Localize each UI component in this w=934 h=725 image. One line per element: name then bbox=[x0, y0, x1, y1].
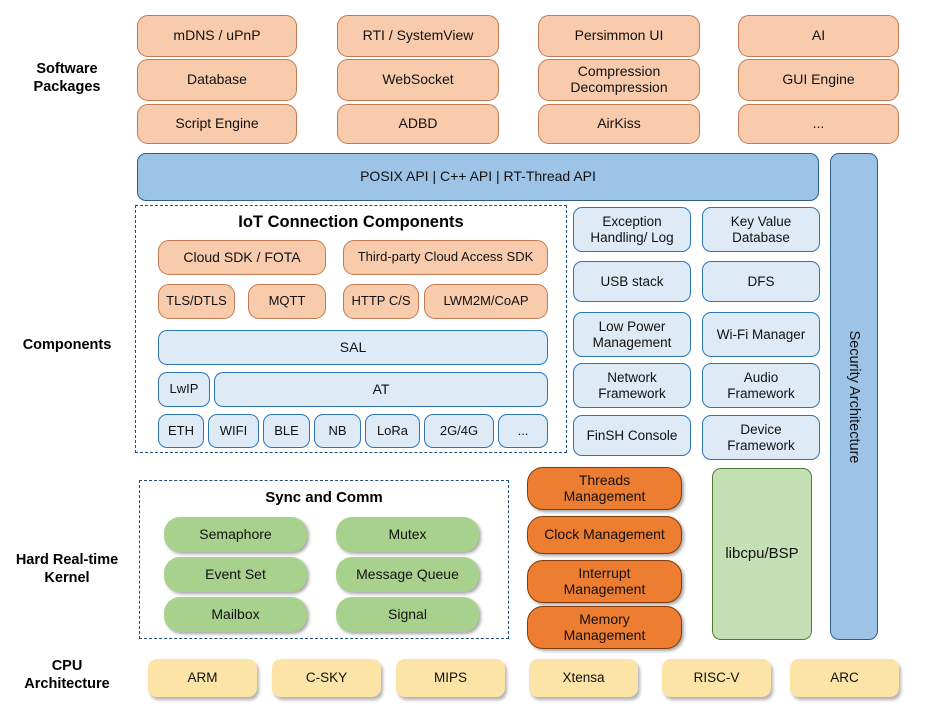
component-exception-handling-log[interactable]: Exception Handling/ Log bbox=[573, 207, 691, 252]
row-label-components: Components bbox=[22, 337, 112, 353]
package-persimmon-ui[interactable]: Persimmon UI bbox=[538, 15, 700, 57]
kernel-memory-management[interactable]: Memory Management bbox=[527, 606, 682, 649]
sync-and-comm-title: Sync and Comm bbox=[265, 489, 383, 506]
iot-link-more[interactable]: ... bbox=[498, 414, 548, 448]
row-label-software-packages: Software Packages bbox=[33, 61, 101, 96]
iot-lwm2m-coap[interactable]: LWM2M/CoAP bbox=[424, 284, 548, 319]
cpu-xtensa[interactable]: Xtensa bbox=[529, 659, 638, 697]
component-finsh-console[interactable]: FinSH Console bbox=[573, 415, 691, 456]
iot-tls-dtls[interactable]: TLS/DTLS bbox=[158, 284, 235, 319]
kernel-signal[interactable]: Signal bbox=[336, 597, 479, 632]
cpu-arm[interactable]: ARM bbox=[148, 659, 257, 697]
iot-at[interactable]: AT bbox=[214, 372, 548, 407]
iot-connection-components-title: IoT Connection Components bbox=[238, 213, 464, 231]
package-rti-systemview[interactable]: RTI / SystemView bbox=[337, 15, 499, 57]
package-ai[interactable]: AI bbox=[738, 15, 899, 57]
sync-and-comm-group bbox=[139, 480, 509, 639]
api-layer-bar: POSIX API | C++ API | RT-Thread API bbox=[137, 153, 819, 201]
kernel-threads-management[interactable]: Threads Management bbox=[527, 467, 682, 510]
iot-mqtt[interactable]: MQTT bbox=[248, 284, 326, 319]
component-low-power-management[interactable]: Low Power Management bbox=[573, 312, 691, 357]
component-usb-stack[interactable]: USB stack bbox=[573, 261, 691, 302]
security-architecture-bar: Security Architecture bbox=[830, 153, 878, 640]
package-database[interactable]: Database bbox=[137, 59, 297, 101]
component-key-value-database[interactable]: Key Value Database bbox=[702, 207, 820, 252]
iot-link-ble[interactable]: BLE bbox=[263, 414, 310, 448]
iot-cloud-sdk-fota[interactable]: Cloud SDK / FOTA bbox=[158, 240, 326, 275]
security-architecture-label: Security Architecture bbox=[846, 330, 862, 463]
kernel-message-queue[interactable]: Message Queue bbox=[336, 557, 479, 592]
package-adbd[interactable]: ADBD bbox=[337, 104, 499, 144]
package-more[interactable]: ... bbox=[738, 104, 899, 144]
package-mdns-upnp[interactable]: mDNS / uPnP bbox=[137, 15, 297, 57]
cpu-mips[interactable]: MIPS bbox=[396, 659, 505, 697]
row-label-cpu-architecture: CPU Architecture bbox=[24, 658, 110, 693]
row-label-kernel: Hard Real-time Kernel bbox=[15, 552, 119, 587]
iot-lwip[interactable]: LwIP bbox=[158, 372, 210, 407]
package-compression-decompression[interactable]: Compression Decompression bbox=[538, 59, 700, 101]
cpu-risc-v[interactable]: RISC-V bbox=[662, 659, 771, 697]
package-gui-engine[interactable]: GUI Engine bbox=[738, 59, 899, 101]
package-websocket[interactable]: WebSocket bbox=[337, 59, 499, 101]
kernel-mailbox[interactable]: Mailbox bbox=[164, 597, 307, 632]
component-wifi-manager[interactable]: Wi-Fi Manager bbox=[702, 312, 820, 357]
iot-sal[interactable]: SAL bbox=[158, 330, 548, 365]
component-audio-framework[interactable]: Audio Framework bbox=[702, 363, 820, 408]
package-script-engine[interactable]: Script Engine bbox=[137, 104, 297, 144]
kernel-libcpu-bsp[interactable]: libcpu/BSP bbox=[712, 468, 812, 640]
iot-http-cs[interactable]: HTTP C/S bbox=[343, 284, 419, 319]
iot-link-lora[interactable]: LoRa bbox=[365, 414, 420, 448]
kernel-event-set[interactable]: Event Set bbox=[164, 557, 307, 592]
iot-link-nb[interactable]: NB bbox=[314, 414, 361, 448]
kernel-mutex[interactable]: Mutex bbox=[336, 517, 479, 552]
iot-link-eth[interactable]: ETH bbox=[158, 414, 204, 448]
component-network-framework[interactable]: Network Framework bbox=[573, 363, 691, 408]
kernel-interrupt-management[interactable]: Interrupt Management bbox=[527, 560, 682, 603]
iot-link-wifi[interactable]: WIFI bbox=[208, 414, 259, 448]
cpu-arc[interactable]: ARC bbox=[790, 659, 899, 697]
cpu-c-sky[interactable]: C-SKY bbox=[272, 659, 381, 697]
kernel-clock-management[interactable]: Clock Management bbox=[527, 516, 682, 554]
kernel-semaphore[interactable]: Semaphore bbox=[164, 517, 307, 552]
iot-third-party-cloud-access-sdk[interactable]: Third-party Cloud Access SDK bbox=[343, 240, 548, 275]
iot-link-2g-4g[interactable]: 2G/4G bbox=[424, 414, 494, 448]
component-device-framework[interactable]: Device Framework bbox=[702, 415, 820, 460]
iot-connection-components-group bbox=[135, 205, 567, 453]
component-dfs[interactable]: DFS bbox=[702, 261, 820, 302]
package-airkiss[interactable]: AirKiss bbox=[538, 104, 700, 144]
